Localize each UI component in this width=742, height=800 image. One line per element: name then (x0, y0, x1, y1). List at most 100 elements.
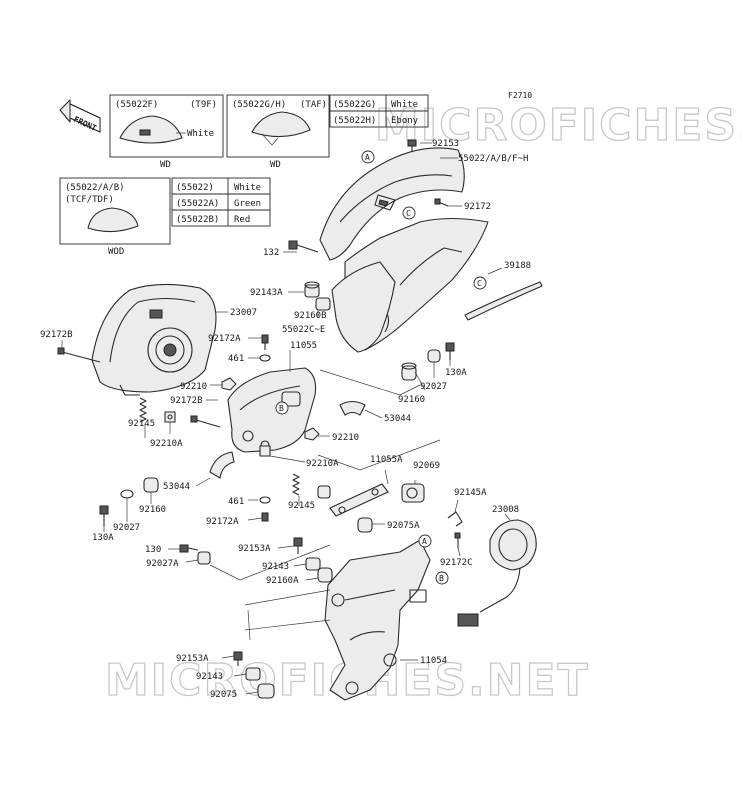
variant-t9f-caption: WD (160, 160, 171, 170)
color-table-taf: (55022G) White (55022H) Ebony (329, 94, 429, 128)
variant-box-tcf: (55022/A/B) (TCF/TDF) WOD (59, 177, 171, 257)
label-92160-left: 92160 (139, 505, 166, 515)
clip-92172A-top-icon (261, 334, 269, 350)
variant-tcf-caption: WOD (108, 247, 124, 257)
label-53044-right: 53044 (384, 414, 411, 424)
grommet-92145-right-icon (317, 485, 331, 499)
svg-text:A: A (422, 537, 427, 546)
clip-92172A-bottom-icon (261, 512, 269, 522)
callout-b-bottom: B (435, 571, 449, 585)
watermark-top: MICROFICHES.NET (375, 100, 742, 151)
label-11054: 11054 (420, 656, 447, 666)
label-92172A-bottom: 92172A (206, 517, 239, 527)
screw-92153-icon (407, 139, 417, 152)
callout-b-mid: B (275, 401, 289, 415)
label-130A-right: 130A (445, 368, 467, 378)
tcf-row-1-part: (55022) (176, 183, 214, 193)
label-92143-mid: 92143 (262, 562, 289, 572)
part-labels: 92153 55022/A/B/F~H 92172 39188 132 9214… (40, 139, 531, 700)
diagram-id: F2710 (508, 91, 532, 100)
variant-taf-code: (TAF) (300, 100, 327, 110)
nut-92210A-left-icon (164, 411, 176, 423)
bolt-132-icon (288, 240, 319, 253)
tcf-row-2-color: Green (234, 199, 261, 209)
label-92069: 92069 (413, 461, 440, 471)
taf-row-1-color: White (391, 100, 418, 110)
label-461-top: 461 (228, 354, 244, 364)
label-92172B-mid: 92172B (170, 396, 203, 406)
label-92210-right: 92210 (332, 433, 359, 443)
grommet-92027-right-icon (427, 349, 441, 363)
label-92143A: 92143A (250, 288, 283, 298)
label-130A-left: 130A (92, 533, 114, 543)
label-92160B: 92160B (294, 311, 327, 321)
callout-a-bottom: A (418, 534, 432, 548)
label-11055A: 11055A (370, 455, 403, 465)
callout-a-top: A (361, 150, 375, 164)
svg-text:A: A (365, 153, 370, 162)
label-92172: 92172 (464, 202, 491, 212)
nut-92210A-right-icon (259, 445, 271, 457)
label-92172B-left: 92172B (40, 330, 73, 340)
bolt-92172B-mid-icon (190, 415, 221, 428)
stay-11054-icon (324, 539, 431, 701)
variant-box-t9f: (55022F) (T9F) White WD (109, 94, 224, 170)
tcf-row-3-part: (55022B) (176, 215, 219, 225)
callout-c-top: C (402, 206, 416, 220)
label-130: 130 (145, 545, 161, 555)
grommet-92143A-icon (304, 281, 320, 298)
grommet-92143-bottom-icon (245, 667, 261, 681)
meter-cover-white-icon (119, 115, 183, 144)
variant-taf-part: (55022G/H) (232, 100, 286, 110)
label-461-bottom: 461 (228, 497, 244, 507)
bolt-92172B-left-icon (57, 347, 101, 363)
washer-92027-left-icon (120, 489, 134, 499)
label-92027A: 92027A (146, 559, 179, 569)
label-92027-right: 92027 (420, 382, 447, 392)
callout-c-right: C (473, 276, 487, 290)
bolt-130A-left-icon (99, 505, 109, 526)
label-92153A-bottom: 92153A (176, 654, 209, 664)
label-11055: 11055 (290, 341, 317, 351)
meter-cover-tcf-icon (87, 207, 139, 233)
headlight-23007-icon (91, 283, 217, 396)
meter-cover-taf-icon (251, 111, 311, 138)
tube-53044-right-icon (339, 400, 366, 416)
screw-92172-top-icon (434, 198, 449, 207)
variant-tcf-code: (TCF/TDF) (65, 195, 114, 205)
label-92210-left: 92210 (180, 382, 207, 392)
screw-92172C-icon (454, 532, 461, 548)
variant-tcf-part: (55022/A/B) (65, 183, 125, 193)
grommet-92027A-icon (197, 551, 211, 565)
grommet-92160B-icon (315, 297, 331, 311)
variant-t9f-code: (T9F) (190, 100, 217, 110)
label-23008: 23008 (492, 505, 519, 515)
bolt-130A-right-icon (445, 342, 455, 360)
tcf-row-2-part: (55022A) (176, 199, 219, 209)
grommet-92075-icon (257, 683, 275, 699)
washer-461-bottom-icon (259, 496, 271, 504)
label-92210A-left: 92210A (150, 439, 183, 449)
taf-row-1-part: (55022G) (333, 100, 376, 110)
label-92160A: 92160A (266, 576, 299, 586)
tcf-row-1-color: White (234, 183, 261, 193)
clip-92145A-icon (447, 511, 463, 527)
variant-taf-caption: WD (270, 160, 281, 170)
taf-row-2-part: (55022H) (333, 116, 376, 126)
label-92210A-right: 92210A (306, 459, 339, 469)
grommet-92160-right-icon (401, 362, 417, 381)
label-23007: 23007 (230, 308, 257, 318)
label-132: 132 (263, 248, 279, 258)
leader-lines (61, 142, 511, 695)
label-92145-mid: 92145 (288, 501, 315, 511)
svg-text:B: B (279, 404, 284, 413)
label-92172A-top: 92172A (208, 334, 241, 344)
label-92145-left: 92145 (128, 419, 155, 429)
label-92143-bottom: 92143 (196, 672, 223, 682)
label-55022: 55022/A/B/F~H (458, 154, 528, 164)
lamp-23008-icon (457, 519, 537, 627)
grommet-92160A-icon (317, 567, 333, 583)
variant-t9f-part: (55022F) (115, 100, 158, 110)
variant-t9f-color: White (187, 129, 214, 139)
